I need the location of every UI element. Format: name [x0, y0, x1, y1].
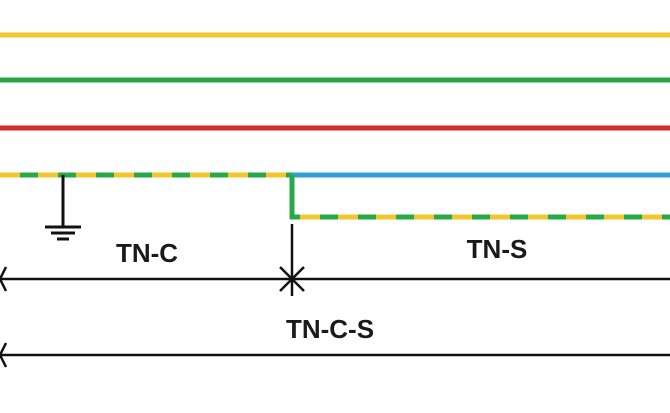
label-tn-s: TN-S — [467, 234, 528, 264]
dimension-tn-c — [0, 266, 292, 292]
dimension-tn-c-s — [0, 342, 670, 368]
label-tn-c-s: TN-C-S — [286, 314, 374, 344]
dimension-divider-marker — [279, 224, 305, 296]
ground-icon — [45, 175, 81, 241]
label-tn-c: TN-C — [116, 238, 178, 268]
